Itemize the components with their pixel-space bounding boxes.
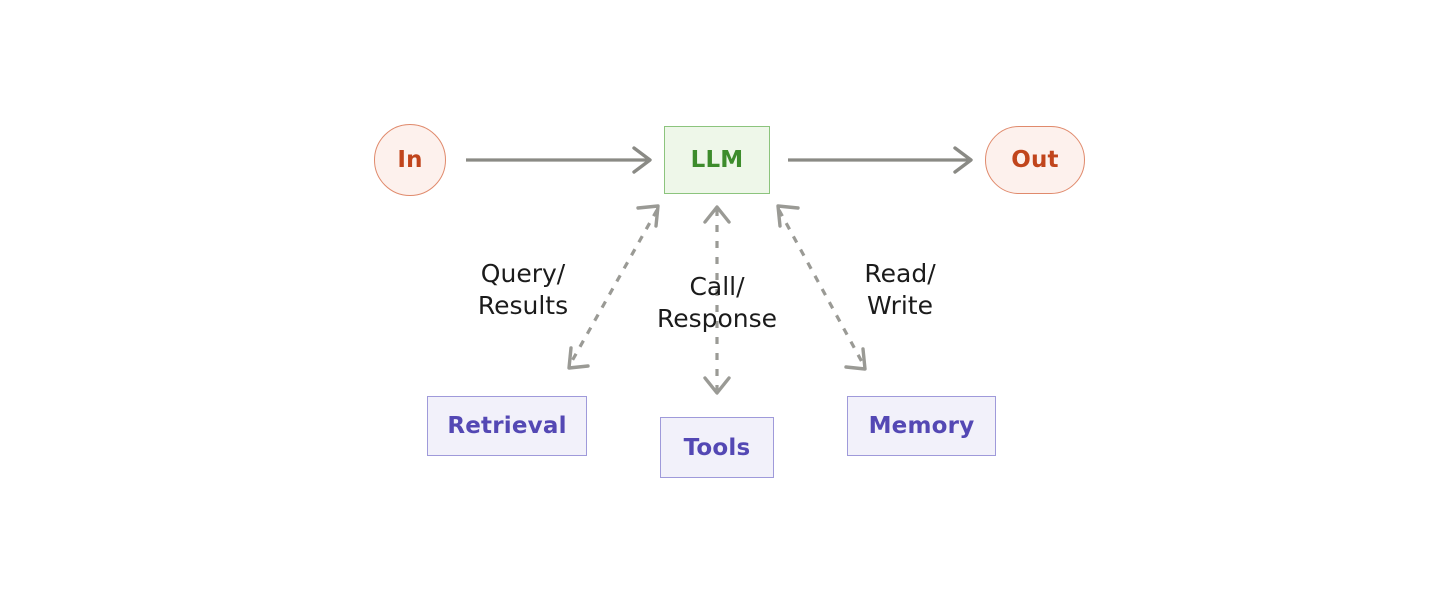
node-input[interactable]: In bbox=[374, 124, 446, 196]
node-tools[interactable]: Tools bbox=[660, 417, 774, 478]
edge-label-query-results: Query/ Results bbox=[477, 259, 569, 320]
edge-llm-to-memory bbox=[776, 204, 867, 371]
edge-llm-to-retrieval bbox=[567, 204, 660, 370]
edge-label-read-write: Read/ Write bbox=[864, 259, 936, 320]
edge-label-call-response: Call/ Response bbox=[656, 272, 778, 333]
node-retrieval[interactable]: Retrieval bbox=[427, 396, 587, 456]
edge-in-to-llm bbox=[466, 146, 652, 174]
node-output[interactable]: Out bbox=[985, 126, 1085, 194]
edge-llm-to-out bbox=[788, 146, 973, 174]
node-llm[interactable]: LLM bbox=[664, 126, 770, 194]
edge-llm-to-tools bbox=[703, 205, 731, 395]
node-memory[interactable]: Memory bbox=[847, 396, 996, 456]
